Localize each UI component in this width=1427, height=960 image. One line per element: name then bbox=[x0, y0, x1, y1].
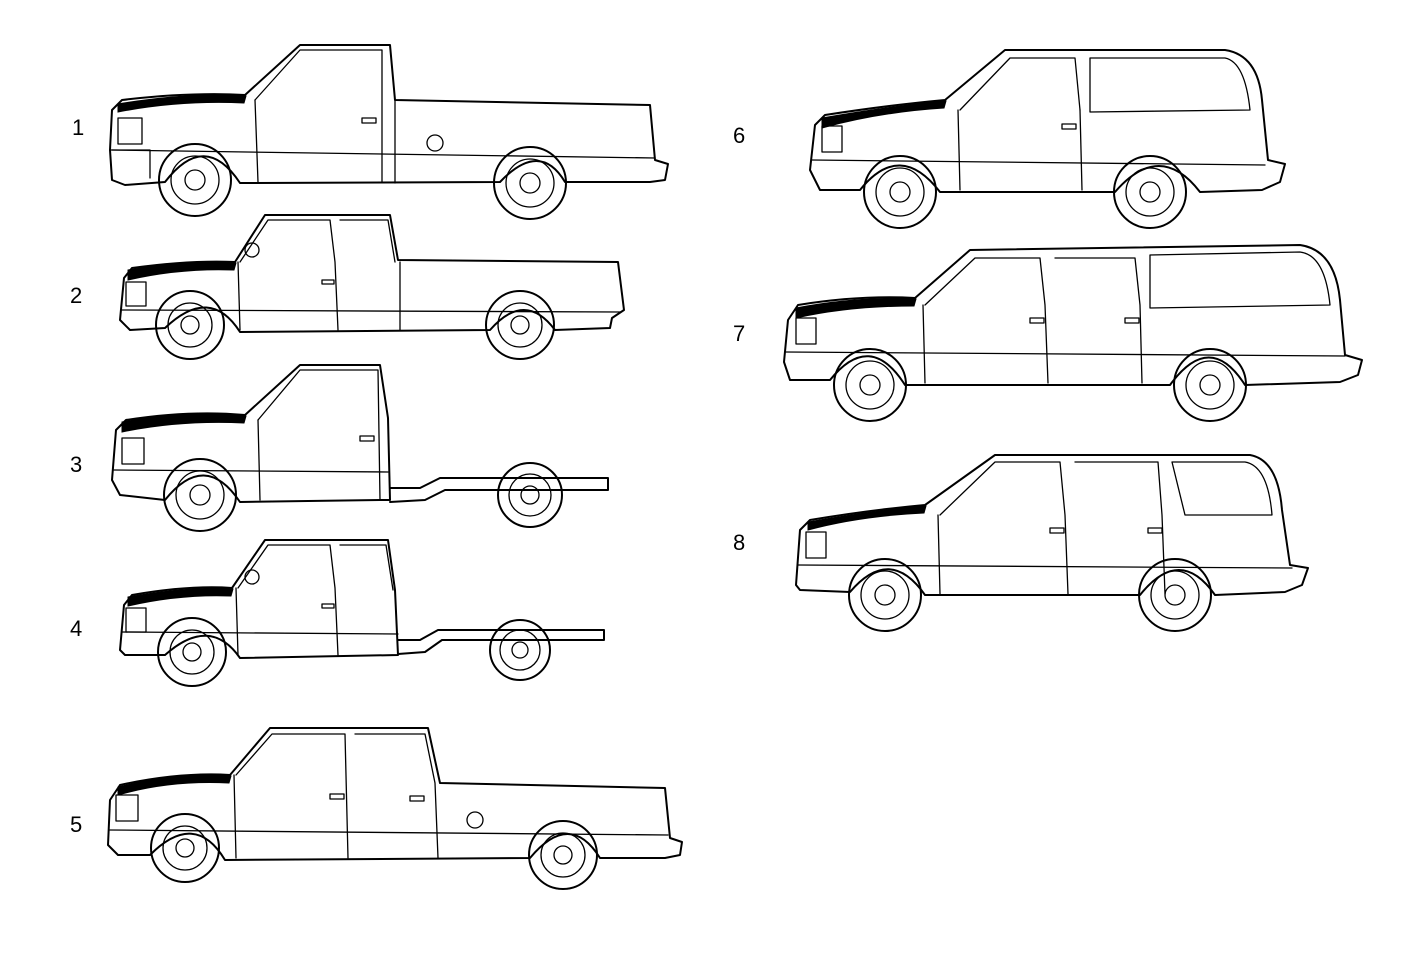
vehicle-3-drawing bbox=[111, 364, 609, 532]
vehicle-1: 1 bbox=[72, 44, 669, 220]
vehicle-2: 2 bbox=[70, 214, 625, 360]
vehicle-6: 6 bbox=[733, 49, 1286, 229]
vehicle-label-2: 2 bbox=[70, 283, 82, 308]
vehicle-6-drawing bbox=[809, 49, 1286, 229]
vehicle-8-drawing bbox=[795, 454, 1309, 632]
vehicle-label-7: 7 bbox=[733, 321, 745, 346]
vehicle-5-drawing bbox=[107, 727, 683, 890]
vehicle-8: 8 bbox=[733, 454, 1309, 632]
vehicle-label-8: 8 bbox=[733, 530, 745, 555]
vehicle-7: 7 bbox=[733, 244, 1363, 422]
vehicle-label-6: 6 bbox=[733, 123, 745, 148]
vehicle-label-1: 1 bbox=[72, 115, 84, 140]
vehicle-4: 4 bbox=[70, 539, 605, 687]
vehicle-label-4: 4 bbox=[70, 616, 82, 641]
vehicle-7-drawing bbox=[783, 244, 1363, 422]
vehicle-label-5: 5 bbox=[70, 812, 82, 837]
vehicle-label-3: 3 bbox=[70, 452, 82, 477]
vehicle-5: 5 bbox=[70, 727, 683, 890]
vehicle-4-drawing bbox=[119, 539, 605, 687]
vehicle-3: 3 bbox=[70, 364, 609, 532]
vehicle-1-drawing bbox=[109, 44, 669, 220]
vehicle-2-drawing bbox=[119, 214, 625, 360]
